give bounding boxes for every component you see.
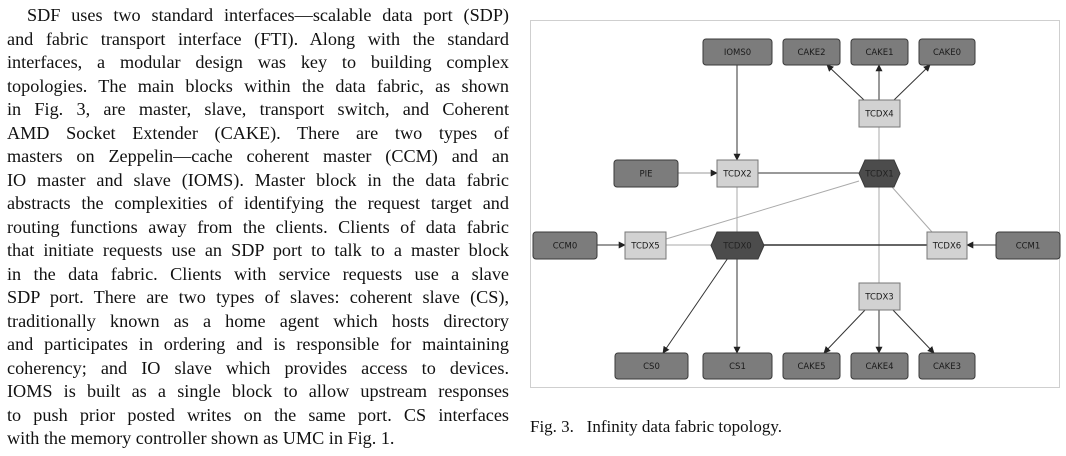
node-label: CS0 <box>643 362 660 372</box>
text-line: AMD Socket Extender (CAKE). There are tw… <box>7 122 509 143</box>
node-ioms0: IOMS0 <box>702 38 773 66</box>
node-tcdx3: TCDX3 <box>858 282 901 311</box>
node-label: TCDX6 <box>932 242 961 252</box>
text-line: that initiate requests use an SDP port t… <box>7 240 509 260</box>
text-line: routing functions away from the clients.… <box>7 216 509 237</box>
text-line: to push prior posted writes on the same … <box>7 404 509 425</box>
edge-tcdx1-to-tcdx5 <box>665 180 860 240</box>
node-label: CAKE0 <box>933 48 961 58</box>
node-cake4: CAKE4 <box>850 352 909 380</box>
text-line: masters on Zeppelin—cache coherent maste… <box>7 146 509 166</box>
text-line: SDF uses two standard interfaces—scalabl… <box>27 5 509 25</box>
text-line: in Fig. 3, are master, slave, transport … <box>7 99 509 119</box>
text-line: IOMS is built as a single block to allow… <box>7 381 509 401</box>
node-label: TCDX5 <box>630 242 659 252</box>
edge-tcdx3-to-cake3 <box>891 308 935 354</box>
edge-tcdx1-to-tcdx6 <box>891 186 933 233</box>
node-pie: PIE <box>613 159 679 188</box>
body-paragraph: SDF uses two standard interfaces—scalabl… <box>7 4 509 451</box>
text-line: topologies. The main blocks within the d… <box>7 75 509 96</box>
node-label: TCDX3 <box>864 293 893 303</box>
node-label: TCDX0 <box>722 242 751 252</box>
text-line: abstracts the complexities of identifyin… <box>7 193 509 213</box>
node-label: TCDX4 <box>864 110 893 120</box>
text-line: SDP port. There are two types of slaves:… <box>7 287 509 307</box>
node-ccm0: CCM0 <box>532 231 598 260</box>
node-cake3: CAKE3 <box>918 352 976 380</box>
edge-tcdx4-to-cake2 <box>826 64 865 101</box>
text-line: IO master and slave (IOMS). Master block… <box>7 169 509 190</box>
node-cake2: CAKE2 <box>782 38 841 66</box>
node-label: CCM1 <box>1016 242 1041 252</box>
text-line: coherency; and IO slave which provides a… <box>7 357 509 378</box>
text-line: and participates in ordering and is resp… <box>7 334 509 354</box>
node-tcdx2: TCDX2 <box>716 159 759 188</box>
text-line: traditionally known as a home agent whic… <box>7 310 509 331</box>
node-label: TCDX1 <box>864 170 893 180</box>
edge-tcdx3-to-cake5 <box>823 308 867 354</box>
edge-tcdx4-to-cake0 <box>893 64 931 101</box>
node-cs0: CS0 <box>614 352 689 380</box>
text-line: and fabric transport interface (FTI). Al… <box>7 28 509 49</box>
node-label: TCDX2 <box>722 170 751 180</box>
node-tcdx5: TCDX5 <box>624 231 667 260</box>
node-label: CAKE2 <box>797 48 825 58</box>
node-label: CCM0 <box>553 242 578 252</box>
text-line: in the data fabric. Clients with service… <box>7 263 509 284</box>
node-tcdx4: TCDX4 <box>858 99 901 128</box>
node-ccm1: CCM1 <box>995 231 1061 260</box>
node-label: CAKE3 <box>933 362 961 372</box>
node-tcdx0: TCDX0 <box>710 231 765 260</box>
node-label: IOMS0 <box>724 48 751 58</box>
node-label: CAKE4 <box>865 362 893 372</box>
node-label: PIE <box>639 170 652 180</box>
node-label: CAKE1 <box>865 48 893 58</box>
node-cake5: CAKE5 <box>782 352 841 380</box>
figure-caption: Fig. 3. Infinity data fabric topology. <box>530 417 782 436</box>
edge-tcdx0-to-cs0 <box>662 257 729 354</box>
node-label: CS1 <box>729 362 746 372</box>
node-cake1: CAKE1 <box>850 38 909 66</box>
node-label: CAKE5 <box>797 362 825 372</box>
node-tcdx6: TCDX6 <box>926 231 968 260</box>
node-tcdx1: TCDX1 <box>858 159 901 188</box>
text-line: interfaces, a modular design was key to … <box>7 52 509 72</box>
text-line: with the memory controller shown as UMC … <box>7 428 395 448</box>
node-cs1: CS1 <box>702 352 773 380</box>
node-cake0: CAKE0 <box>918 38 976 66</box>
